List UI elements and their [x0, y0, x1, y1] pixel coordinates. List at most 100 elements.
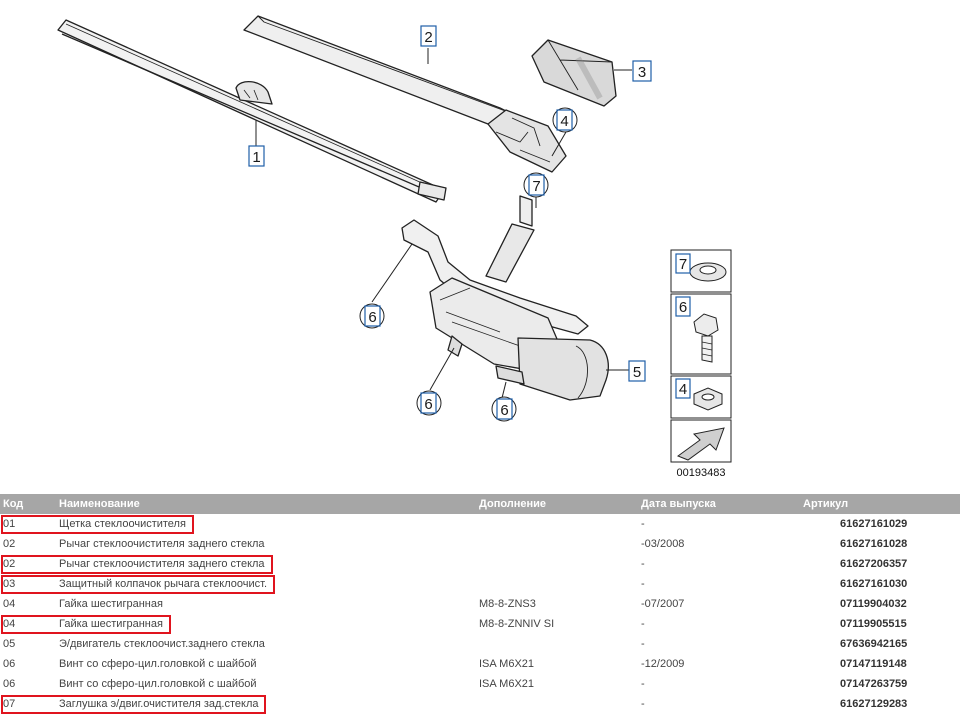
cell-name: Рычаг стеклоочистителя заднего стекла [59, 558, 265, 570]
svg-text:7: 7 [679, 256, 687, 273]
svg-text:6: 6 [679, 299, 687, 316]
cell-date: -12/2009 [641, 658, 685, 670]
cell-code: 05 [3, 638, 16, 650]
callout-2: 2 [420, 25, 437, 47]
legend-item-4: 4 [670, 375, 732, 419]
cell-supplement [476, 694, 638, 714]
cell-article: 61627161029 [840, 518, 908, 530]
cell-date: - [641, 618, 645, 630]
cell-date: - [641, 638, 645, 650]
cell-article: 67636942165 [840, 638, 908, 650]
header-supplement: Дополнение [476, 494, 638, 514]
cell-name: Э/двигатель стеклоочист.заднего стекла [59, 638, 265, 650]
wiper-blade-drawing [57, 19, 447, 203]
legend-arrow-box [670, 419, 732, 463]
table-row[interactable]: 04 Гайка шестигранная M8-8-ZNNIV SI - 071199… [0, 614, 960, 634]
cell-article: 61627206357 [840, 558, 908, 570]
cell-date: - [641, 578, 645, 590]
cell-date: - [641, 558, 645, 570]
cell-code: 06 [3, 678, 16, 690]
svg-text:1: 1 [252, 149, 260, 166]
svg-text:7: 7 [532, 178, 540, 195]
cell-supplement [476, 554, 638, 574]
svg-text:4: 4 [679, 381, 687, 398]
cell-article: 07119905515 [840, 618, 907, 630]
cell-name: Гайка шестигранная [59, 598, 163, 610]
svg-text:6: 6 [500, 402, 508, 419]
callout-6a: 6 [359, 303, 385, 329]
cell-code: 04 [3, 598, 16, 610]
callout-3: 3 [632, 60, 652, 82]
cell-date: - [641, 518, 645, 530]
header-name: Наименование [56, 494, 476, 514]
table-row[interactable]: 01 Щетка стеклоочистителя - 61627161029 [0, 514, 960, 534]
cell-article: 61627161028 [840, 538, 908, 550]
table-header-row: Код Наименование Дополнение Дата выпуска… [0, 494, 960, 514]
callout-7: 7 [523, 172, 549, 198]
cell-article: 07119904032 [840, 598, 907, 610]
cell-code: 01 [3, 518, 16, 530]
cell-supplement: M8-8-ZNNIV SI [479, 618, 555, 630]
header-release-date: Дата выпуска [638, 494, 800, 514]
svg-text:6: 6 [424, 396, 432, 413]
leader-lines [255, 48, 632, 399]
table-row[interactable]: 02 Рычаг стеклоочистителя заднего стекла -… [0, 554, 960, 574]
cell-supplement [476, 534, 638, 554]
cell-supplement [476, 574, 638, 594]
cell-name: Заглушка э/двиг.очистителя зад.стекла [59, 698, 259, 710]
spindle-drawing [485, 195, 535, 283]
cell-supplement [476, 634, 638, 654]
svg-text:6: 6 [368, 309, 376, 326]
callout-1: 1 [248, 145, 265, 167]
cell-article: 07147119148 [840, 658, 907, 670]
svg-text:3: 3 [638, 64, 646, 81]
cell-code: 03 [3, 578, 16, 590]
cell-article: 61627129283 [840, 698, 908, 710]
table-row[interactable]: 02 Рычаг стеклоочистителя заднего стекла -… [0, 534, 960, 554]
legend-item-6: 6 [670, 293, 732, 375]
callout-labels: 1 2 3 4 7 6 6 [248, 25, 652, 422]
callout-5: 5 [628, 360, 646, 382]
wiper-arm-drawing [243, 15, 567, 173]
callout-6c: 6 [491, 396, 517, 422]
table-row[interactable]: 05 Э/двигатель стеклоочист.заднего стекла… [0, 634, 960, 654]
cell-name: Гайка шестигранная [59, 618, 163, 630]
cell-article: 07147263759 [840, 678, 908, 690]
table-row[interactable]: 06 Винт со сферо-цил.головкой с шайбой ISA… [0, 674, 960, 694]
cell-supplement [476, 514, 638, 534]
cell-code: 04 [3, 618, 16, 630]
cell-name: Защитный колпачок рычага стеклоочист. [59, 578, 268, 590]
protective-cap-drawing [531, 39, 617, 107]
cell-name: Рычаг стеклоочистителя заднего стекла [59, 538, 265, 550]
cell-name: Винт со сферо-цил.головкой с шайбой [59, 658, 257, 670]
cell-code: 02 [3, 538, 16, 550]
cell-date: - [641, 678, 645, 690]
fastener-legend: 7 6 4 [670, 249, 732, 463]
svg-text:5: 5 [633, 364, 641, 381]
cell-date: -03/2008 [641, 538, 685, 550]
cell-code: 02 [3, 558, 16, 570]
parts-table: Код Наименование Дополнение Дата выпуска… [0, 494, 960, 714]
header-article: Артикул [800, 494, 960, 514]
table-row[interactable]: 03 Защитный колпачок рычага стеклоочист. -… [0, 574, 960, 594]
svg-text:4: 4 [560, 113, 568, 130]
cell-date: - [641, 698, 645, 710]
svg-text:2: 2 [424, 29, 432, 46]
cell-supplement: ISA M6X21 [479, 678, 535, 690]
cell-name: Щетка стеклоочистителя [59, 518, 186, 530]
cell-code: 06 [3, 658, 16, 670]
table-row[interactable]: 07 Заглушка э/двиг.очистителя зад.стекла -… [0, 694, 960, 714]
exploded-parts-diagram: 1 2 3 4 7 6 6 [57, 15, 732, 479]
callout-4: 4 [552, 107, 578, 133]
cell-name: Винт со сферо-цил.головкой с шайбой [59, 678, 257, 690]
header-code: Код [0, 494, 56, 514]
legend-item-7: 7 [670, 249, 732, 293]
cell-code: 07 [3, 698, 16, 710]
cell-supplement: M8-8-ZNS3 [479, 598, 536, 610]
callout-6b: 6 [416, 390, 442, 416]
wiper-motor-drawing [401, 219, 609, 401]
cell-article: 61627161030 [840, 578, 908, 590]
